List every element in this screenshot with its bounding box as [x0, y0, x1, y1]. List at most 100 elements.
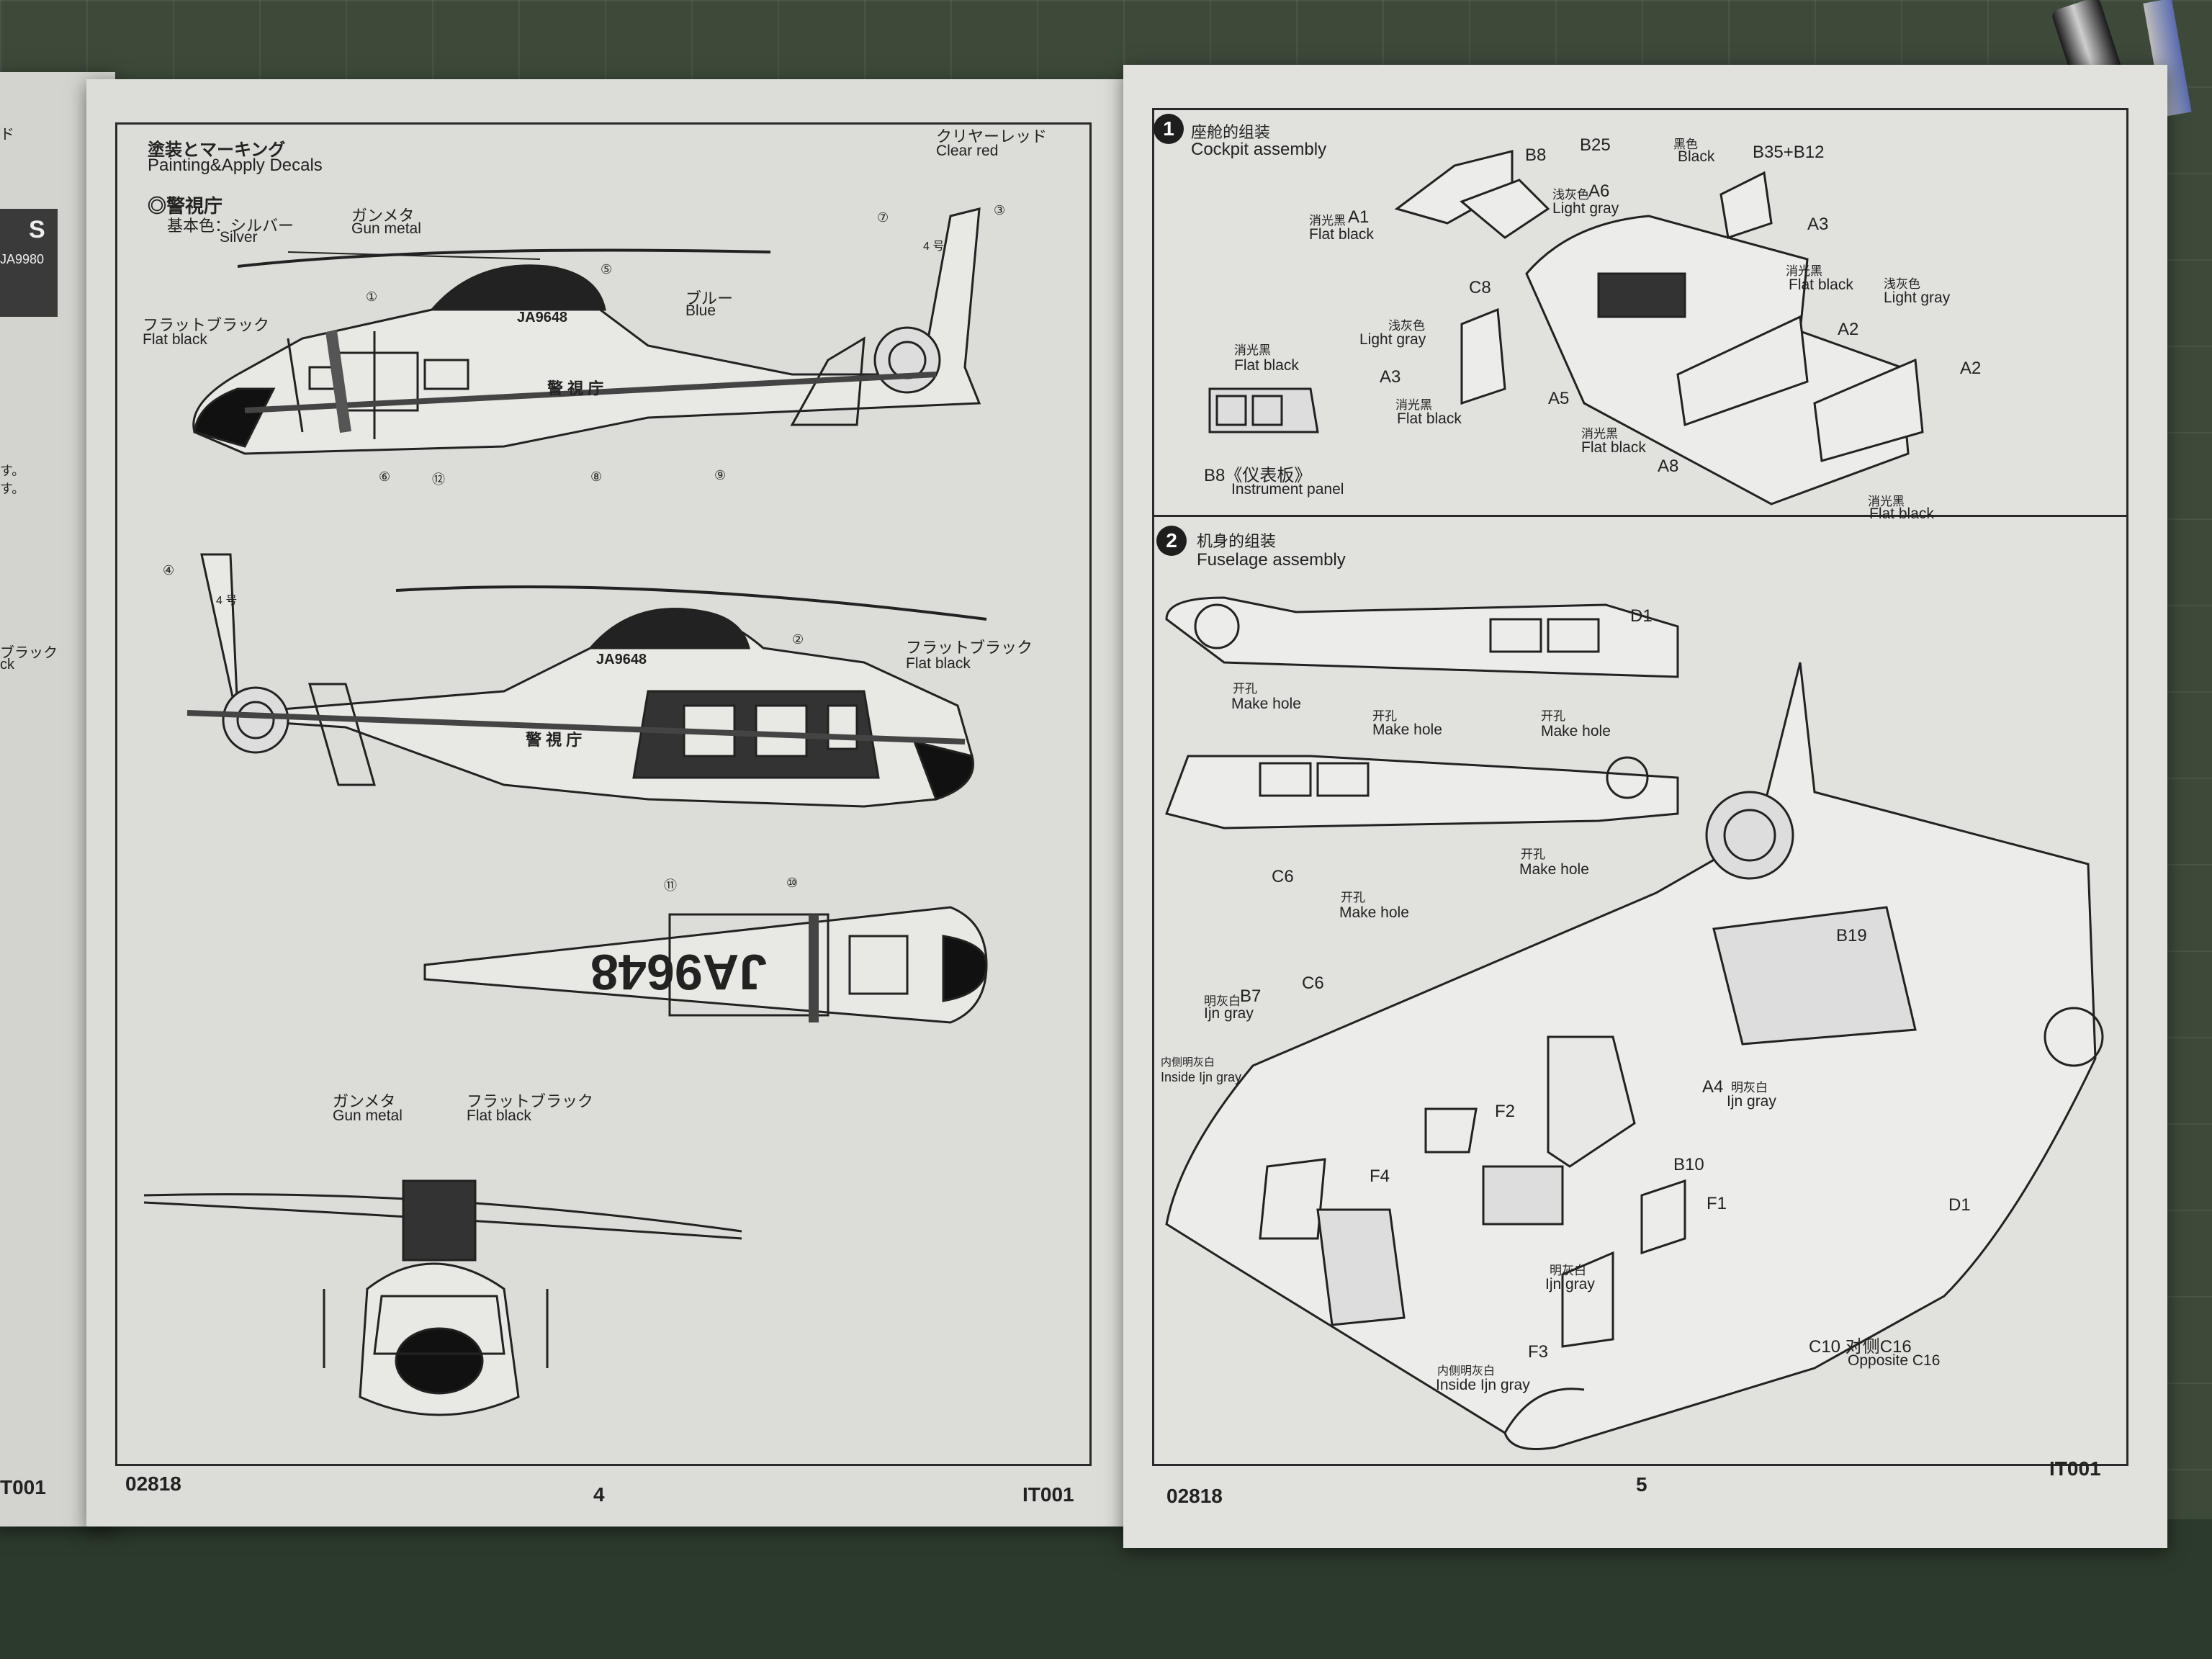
top-view-illustration: [423, 906, 988, 1024]
inside-ijn-gray-cn: 内侧明灰白: [1161, 1056, 1215, 1069]
decal-marker: ⑩: [786, 876, 799, 890]
decal-marker: ⑤: [601, 262, 613, 276]
ijn-gray-en: Ijn gray: [1727, 1093, 1776, 1110]
color-flat-black-en: Flat black: [1789, 276, 1853, 293]
step-1-badge: 1: [1154, 114, 1184, 144]
gunmetal-label-en: Gun metal: [351, 220, 421, 237]
blue-label-en: Blue: [685, 302, 716, 319]
decal-marker: ①: [366, 289, 378, 304]
ijn-gray-en: Ijn gray: [1204, 1005, 1254, 1022]
part-label-c10-c16: C10 对侧C16: [1809, 1337, 1912, 1357]
make-hole-cn: 开孔: [1233, 682, 1257, 696]
decal-marker: ⑧: [590, 469, 603, 484]
fuselage-lettering-1: 警 視 庁: [547, 379, 604, 397]
painting-title-jp: 塗装とマーキング: [148, 140, 286, 160]
color-flat-black-en: Flat black: [1234, 357, 1299, 374]
step-2-title-cn: 机身的组装: [1197, 532, 1277, 550]
partial-tail-fin: [0, 209, 58, 317]
flat-black-label-3-jp: フラットブラック: [467, 1092, 594, 1110]
decal-marker: ④: [163, 563, 175, 577]
partial-text: ck: [0, 657, 14, 673]
make-hole-en: Make hole: [1231, 696, 1301, 712]
partial-text: す。: [0, 482, 25, 496]
color-light-gray-cn: 浅灰色: [1552, 188, 1589, 202]
part-label-c6: C6: [1302, 974, 1324, 993]
color-flat-black-cn: 消光黑: [1786, 264, 1822, 278]
color-light-gray-en: Light gray: [1884, 289, 1951, 306]
part-label-f2: F2: [1495, 1102, 1516, 1121]
color-black-cn: 黑色: [1673, 138, 1698, 151]
painting-title-en: Painting&Apply Decals: [148, 156, 323, 175]
registration-side-2: JA9648: [596, 652, 647, 667]
part-label-c8: C8: [1469, 278, 1491, 297]
make-hole-cn: 开孔: [1341, 891, 1365, 904]
part-label-d1: D1: [1630, 606, 1653, 626]
color-light-gray-cn: 浅灰色: [1388, 319, 1425, 333]
make-hole-en: Make hole: [1541, 723, 1611, 739]
clear-red-label-en: Clear red: [936, 143, 999, 159]
inside-ijn-gray-cn: 内侧明灰白: [1437, 1365, 1496, 1377]
fuselage-main-illustration: [1165, 662, 2104, 1450]
gunmetal-label-jp: ガンメタ: [351, 207, 415, 225]
part-label-b25: B25: [1580, 135, 1611, 155]
side-view-left-facing-illustration: [192, 207, 981, 455]
part-label-a6: A6: [1588, 181, 1610, 201]
flat-black-label-2-en: Flat black: [906, 655, 971, 672]
part-label-a2: A2: [1960, 359, 1982, 378]
decal-marker: ⑦: [877, 210, 889, 225]
step-1-title-cn: 座舱的组装: [1191, 123, 1271, 141]
color-light-gray-en: Light gray: [1359, 331, 1426, 348]
decal-marker: ⑥: [379, 469, 391, 484]
ijn-gray-cn: 明灰白: [1550, 1264, 1586, 1277]
instrument-panel-en: Instrument panel: [1231, 481, 1344, 498]
part-label-f1: F1: [1707, 1194, 1727, 1213]
part-label-c6: C6: [1272, 867, 1294, 886]
decal-marker: ⑫: [432, 472, 445, 487]
color-black-en: Black: [1678, 148, 1715, 165]
clear-red-label-jp: クリヤーレッド: [936, 127, 1048, 145]
part-label-f3: F3: [1528, 1342, 1549, 1362]
step-divider: [1152, 515, 2128, 517]
flat-black-label-3-en: Flat black: [467, 1107, 531, 1124]
decal-marker: ③: [994, 203, 1006, 217]
make-hole-en: Make hole: [1372, 721, 1442, 738]
registration-top-view: JA9648: [590, 944, 768, 1000]
make-hole-cn: 开孔: [1372, 709, 1397, 723]
step-2-title-en: Fuselage assembly: [1197, 550, 1346, 570]
part-label-b8: B8: [1525, 145, 1547, 165]
make-hole-en: Make hole: [1519, 861, 1589, 878]
decal-marker: ⑨: [714, 468, 727, 482]
color-flat-black-cn: 消光黑: [1234, 343, 1271, 357]
base-color-jp: 基本色：シルバー: [167, 217, 295, 235]
part-label-a3: A3: [1380, 367, 1401, 387]
fuselage-halves-illustration: [1165, 596, 1679, 830]
part-label-a3: A3: [1807, 215, 1829, 234]
left-footer-series: IT001: [1022, 1483, 1074, 1506]
cockpit-assembly-illustration: [1208, 150, 1924, 505]
gunmetal-label-2-jp: ガンメタ: [333, 1092, 396, 1110]
color-flat-black-cn: 消光黑: [1395, 398, 1432, 412]
page-4-frame: [115, 122, 1092, 1466]
partial-text: す。: [0, 464, 25, 478]
partial-text: ド: [0, 127, 14, 143]
left-footer-code: 02818: [125, 1473, 181, 1495]
instrument-panel-cn: B8《仪表板》: [1204, 466, 1312, 485]
color-flat-black-cn: 消光黑: [1309, 214, 1346, 228]
inside-ijn-gray-en: Inside Ijn gray: [1436, 1377, 1530, 1393]
make-hole-cn: 开孔: [1541, 709, 1565, 723]
part-label-a2: A2: [1838, 320, 1859, 339]
left-page-number: 4: [593, 1483, 605, 1506]
tail-number-1: 4 号: [923, 240, 945, 253]
front-view-illustration: [143, 1179, 742, 1416]
right-footer-series: IT001: [2049, 1457, 2101, 1480]
flat-black-label-jp: フラットブラック: [143, 316, 270, 334]
part-label-a1: A1: [1348, 207, 1370, 227]
ijn-gray-en: Ijn gray: [1545, 1276, 1595, 1292]
partial-text: ブラック: [0, 645, 58, 661]
part-label-a4: A4: [1702, 1077, 1724, 1097]
make-hole-en: Make hole: [1339, 904, 1409, 921]
opposite-c16-label: Opposite C16: [1848, 1352, 1941, 1369]
tail-number-2: 4 号: [216, 595, 238, 607]
partial-footer: T001: [0, 1476, 46, 1498]
